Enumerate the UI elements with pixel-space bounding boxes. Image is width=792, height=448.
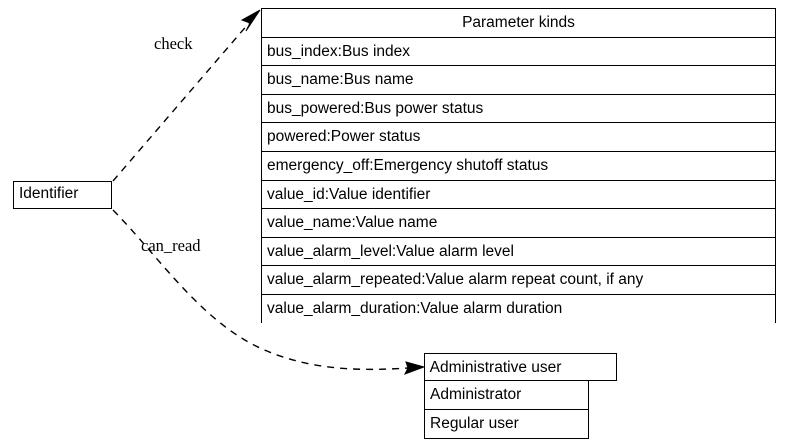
parameter-kinds-row: bus_powered:Bus power status [262, 94, 775, 124]
parameter-kinds-row: bus_name:Bus name [262, 66, 775, 95]
node-administrative-user[interactable]: Administrative user Administrator Regula… [423, 352, 617, 439]
parameter-kinds-row: value_alarm_repeated:Value alarm repeat … [262, 266, 775, 295]
edge-check-path [112, 22, 250, 182]
node-identifier-label: Identifier [14, 182, 111, 208]
parameter-kinds-row: value_alarm_duration:Value alarm duratio… [262, 294, 775, 324]
admin-user-header: Administrative user [423, 352, 617, 382]
parameter-kinds-row: bus_index:Bus index [262, 37, 775, 67]
parameter-kinds-header: Parameter kinds [262, 9, 775, 38]
parameter-kinds-row: value_alarm_level:Value alarm level [262, 237, 775, 267]
parameter-kinds-row: powered:Power status [262, 123, 775, 152]
edge-label-check: check [154, 34, 193, 53]
parameter-kinds-row: emergency_off:Emergency shutoff status [262, 151, 775, 181]
edge-label-can-read: can_read [141, 236, 201, 255]
edge-check-arrowhead [240, 9, 261, 32]
edge-can-read-arrowhead [403, 361, 426, 375]
admin-user-row: Regular user [425, 409, 588, 439]
admin-user-row: Administrator [425, 381, 588, 410]
node-parameter-kinds[interactable]: Parameter kinds bus_index:Bus index bus_… [261, 8, 776, 324]
node-identifier[interactable]: Identifier [13, 181, 112, 209]
parameter-kinds-row: value_id:Value identifier [262, 180, 775, 210]
parameter-kinds-row: value_name:Value name [262, 209, 775, 238]
